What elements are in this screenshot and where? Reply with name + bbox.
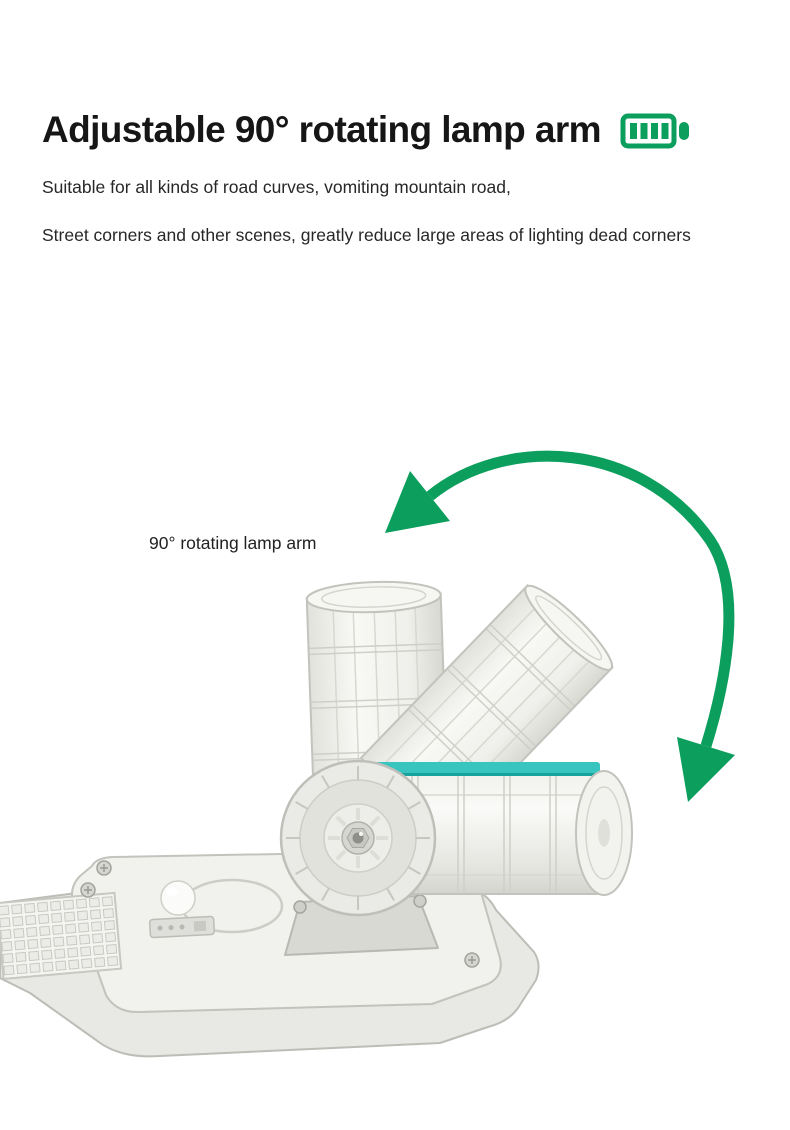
battery-bar <box>640 122 648 139</box>
rotation-arrow-head-left <box>385 471 450 533</box>
battery-bar <box>650 122 658 139</box>
led-panel <box>0 891 123 980</box>
rotation-arrow-arc <box>426 450 735 748</box>
intro-line-1: Suitable for all kinds of road curves, v… <box>42 177 511 197</box>
rotation-annotation-label: 90° rotating lamp arm <box>149 533 317 553</box>
intro-text: Suitable for all kinds of road curves, v… <box>42 177 691 273</box>
rotation-arrow-icon <box>385 450 735 802</box>
battery-icon <box>620 113 689 149</box>
battery-bar <box>629 122 637 139</box>
rotation-hub <box>279 759 437 917</box>
battery-bar <box>661 122 669 139</box>
screw <box>80 882 96 898</box>
header: Adjustable 90° rotating lamp arm <box>42 84 691 176</box>
screw <box>96 860 112 876</box>
battery-outline <box>620 113 677 149</box>
screw <box>464 952 480 968</box>
battery-nub <box>678 121 689 140</box>
teal-accent-stripe-shadow <box>372 773 600 776</box>
rotation-arrow-head-right <box>677 737 735 802</box>
teal-accent-stripe <box>372 762 600 773</box>
pir-sensor-dome <box>148 880 216 939</box>
intro-line-2: Street corners and other scenes, greatly… <box>42 224 691 245</box>
page-title: Adjustable 90° rotating lamp arm <box>42 108 602 150</box>
